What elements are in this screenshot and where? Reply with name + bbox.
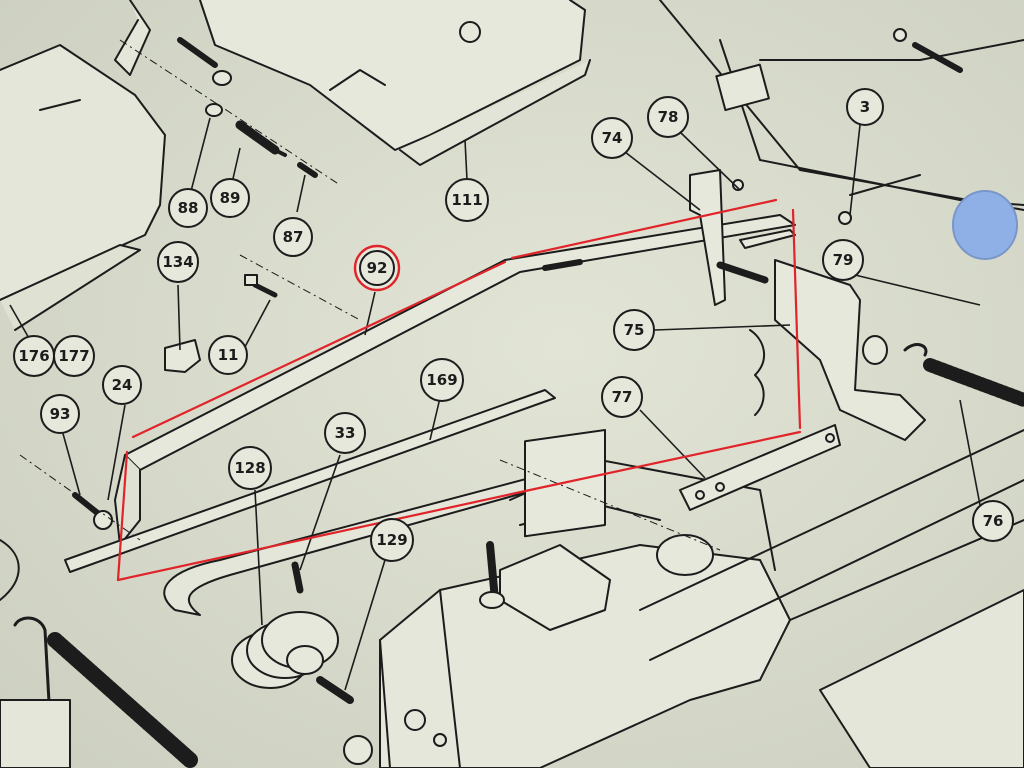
leader-lines (9, 117, 981, 691)
callout-78-label: 78 (658, 108, 679, 126)
callout-169: 169 (420, 358, 464, 402)
callout-177: 177 (53, 335, 95, 377)
callout-111-label: 111 (451, 191, 482, 209)
callout-111: 111 (445, 178, 489, 222)
callout-176-label: 176 (18, 347, 49, 365)
callout-129-label: 129 (376, 531, 407, 549)
callout-89: 89 (210, 178, 250, 218)
callout-33-label: 33 (335, 424, 356, 442)
callout-177-label: 177 (58, 347, 89, 365)
top-plate (199, 0, 586, 151)
callout-176: 176 (13, 335, 55, 377)
callout-24-label: 24 (112, 376, 133, 394)
callout-79: 79 (822, 239, 864, 281)
callout-129: 129 (370, 518, 414, 562)
callout-87: 87 (273, 217, 313, 257)
pulley-128 (231, 611, 354, 704)
callout-11-label: 11 (218, 346, 239, 364)
callout-11: 11 (208, 335, 248, 375)
callout-87-label: 87 (283, 228, 304, 246)
callout-134-label: 134 (162, 253, 193, 271)
callout-33: 33 (324, 412, 366, 454)
centerlines (19, 39, 721, 551)
callout-3: 3 (846, 88, 884, 126)
callout-77: 77 (601, 376, 643, 418)
callout-24: 24 (102, 365, 142, 405)
red-annotation-outline (116, 198, 802, 582)
spring-76 (903, 343, 1024, 407)
callout-93-label: 93 (50, 405, 71, 423)
callout-74-label: 74 (602, 129, 623, 147)
callout-89-label: 89 (220, 189, 241, 207)
lever-75 (774, 259, 926, 441)
callout-88-label: 88 (178, 199, 199, 217)
callout-88: 88 (168, 188, 208, 228)
callouts: 3 11 24 33 74 75 76 77 (13, 88, 1014, 562)
callout-134: 134 (157, 241, 199, 283)
callout-76: 76 (972, 500, 1014, 542)
bracket-77 (679, 424, 841, 511)
callout-93: 93 (40, 394, 80, 434)
callout-128-label: 128 (234, 459, 265, 477)
callout-169-label: 169 (426, 371, 457, 389)
callout-78: 78 (647, 96, 689, 138)
callout-128: 128 (228, 446, 272, 490)
callout-76-label: 76 (983, 512, 1004, 530)
callout-75-label: 75 (624, 321, 645, 339)
strap-169 (64, 389, 556, 573)
callout-75: 75 (613, 309, 655, 351)
callout-79-label: 79 (833, 251, 854, 269)
callout-92-label: 92 (367, 259, 388, 277)
callout-3-label: 3 (860, 98, 870, 116)
callout-92-highlighted: 92 (353, 244, 401, 292)
blue-hole-patch (952, 190, 1018, 260)
callout-77-label: 77 (612, 388, 633, 406)
callout-74: 74 (591, 117, 633, 159)
